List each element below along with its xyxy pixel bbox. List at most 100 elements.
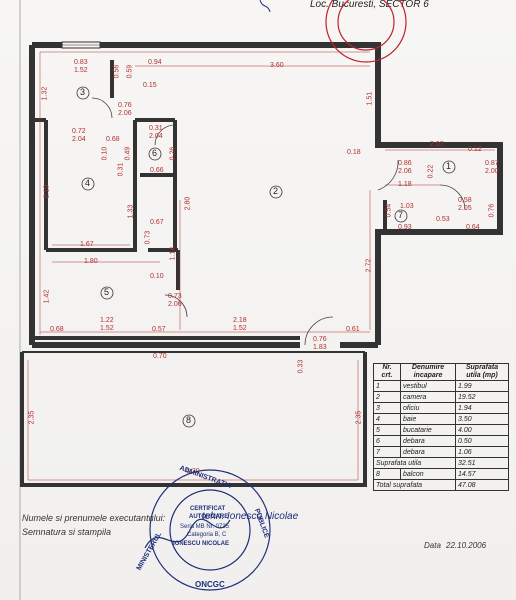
table-cell: 3 — [373, 402, 401, 414]
dim-label: 0.61 — [346, 326, 360, 333]
date-value: 22.10.2006 — [446, 541, 487, 550]
room-number: 8 — [186, 415, 192, 425]
table-header: Nr. crt. — [373, 363, 401, 381]
dim-label: 0.31 — [117, 162, 125, 177]
dim-label: 0.26 — [169, 146, 177, 161]
dim-label: 0.22 — [427, 164, 435, 179]
table-cell: 1.06 — [455, 446, 509, 458]
date-label: Data — [424, 541, 441, 550]
table-cell: baie — [400, 413, 456, 425]
dim-label: 1.83 — [313, 344, 327, 351]
table-cell: Suprafata utila — [373, 457, 456, 469]
room-number: 3 — [80, 87, 86, 97]
room-number: 7 — [398, 210, 404, 220]
table-header-row: Nr. crt. Denumire incapare Suprafata uti… — [373, 363, 509, 381]
table-cell: 3.50 — [455, 413, 509, 425]
dim-label: 0.56 — [113, 64, 121, 79]
inner-walls — [32, 60, 387, 340]
table-cell: 47.08 — [455, 479, 509, 491]
executant-label: Numele si prenumele executantului: — [22, 513, 166, 523]
dim-label: 0.18 — [347, 149, 361, 156]
dim-label: 2.72 — [365, 258, 373, 273]
dim-label: 0.73 — [144, 230, 152, 245]
dim-label: 0.83 — [74, 59, 88, 66]
table-cell: vestibul — [400, 380, 456, 392]
dim-label: 2.35 — [28, 410, 36, 425]
door-arcs — [91, 97, 466, 346]
room-number: 1 — [446, 161, 452, 171]
dim-label: 2.07 — [430, 141, 444, 148]
dim-label: 1.14 — [169, 246, 177, 261]
stamp-text: Seria MB Nr. 0735 — [180, 524, 230, 530]
table-cell: 1 — [373, 380, 401, 392]
table-cell: Total suprafata — [373, 479, 456, 491]
balcony-walls — [20, 351, 367, 487]
table-cell: 0.50 — [455, 435, 509, 447]
dim-label: 1.52 — [100, 325, 114, 332]
dim-label: 0.67 — [150, 219, 164, 226]
dim-label: 0.76 — [488, 203, 496, 218]
table-cell: 6 — [373, 435, 401, 447]
table-cell: oficiu — [400, 402, 456, 414]
executant-name: tehn. Ionescu Nicolae — [202, 511, 299, 522]
dim-label: 0.86 — [398, 160, 412, 167]
dim-label: 1.32 — [41, 86, 49, 101]
dim-label: 1.51 — [366, 91, 374, 106]
dim-label: 1.18 — [398, 181, 412, 188]
table-cell: 1.99 — [455, 380, 509, 392]
dim-label: 0.49 — [124, 146, 132, 161]
location-header: Loc. Bucuresti, SECTOR 6 — [310, 0, 429, 10]
room-number: 5 — [104, 287, 110, 297]
stamp-text: CERTIFICAT — [190, 506, 226, 512]
dim-label: 0.66 — [150, 167, 164, 174]
table-cell: 14.57 — [455, 468, 509, 480]
dim-label: 0.31 — [149, 125, 163, 132]
dim-label: 0.54 — [385, 203, 393, 218]
signature-scribble — [144, 518, 231, 549]
dim-label: 0.58 — [458, 197, 472, 204]
stamp-text: IONESCU NICOLAE — [173, 541, 230, 547]
dim-label: 0.33 — [297, 359, 305, 374]
dimension-lines — [27, 51, 495, 481]
table-cell: debara — [400, 435, 456, 447]
table-header: Denumire incapare — [400, 363, 456, 381]
dim-label: 0.10 — [101, 146, 109, 161]
dim-label: 2.18 — [233, 317, 247, 324]
dim-label: 1.33 — [127, 204, 135, 219]
room-number: 4 — [85, 178, 91, 188]
table-cell: debara — [400, 446, 456, 458]
table-cell: balcon — [400, 468, 456, 480]
dim-label: 0.53 — [436, 216, 450, 223]
dim-label: 1.42 — [43, 289, 51, 304]
room-circles — [76, 86, 456, 428]
table-cell: 19.52 — [455, 391, 509, 403]
dim-label: 1.80 — [84, 258, 98, 265]
stamp-text: AUTORIZARE — [189, 514, 229, 520]
table-cell: 2 — [373, 391, 401, 403]
dim-label: 2.05 — [458, 205, 472, 212]
dim-label: 1.03 — [400, 203, 414, 210]
dim-label: 1.52 — [74, 67, 88, 74]
table-cell: 7 — [373, 446, 401, 458]
dim-label: 2.04 — [149, 133, 163, 140]
table-cell: 8 — [373, 468, 401, 480]
table-header: Suprafata utila (mp) — [455, 363, 509, 381]
dim-label: 0.70 — [153, 353, 167, 360]
table-cell: 32.51 — [455, 457, 509, 469]
dim-label: 2.06 — [118, 110, 132, 117]
room-number: 6 — [152, 148, 158, 158]
dim-label: 0.87 — [485, 160, 499, 167]
outer-walls — [29, 42, 503, 348]
dim-label: 0.68 — [106, 136, 120, 143]
dim-label: 2.13 — [43, 184, 51, 199]
dim-label: 3.60 — [270, 62, 284, 69]
